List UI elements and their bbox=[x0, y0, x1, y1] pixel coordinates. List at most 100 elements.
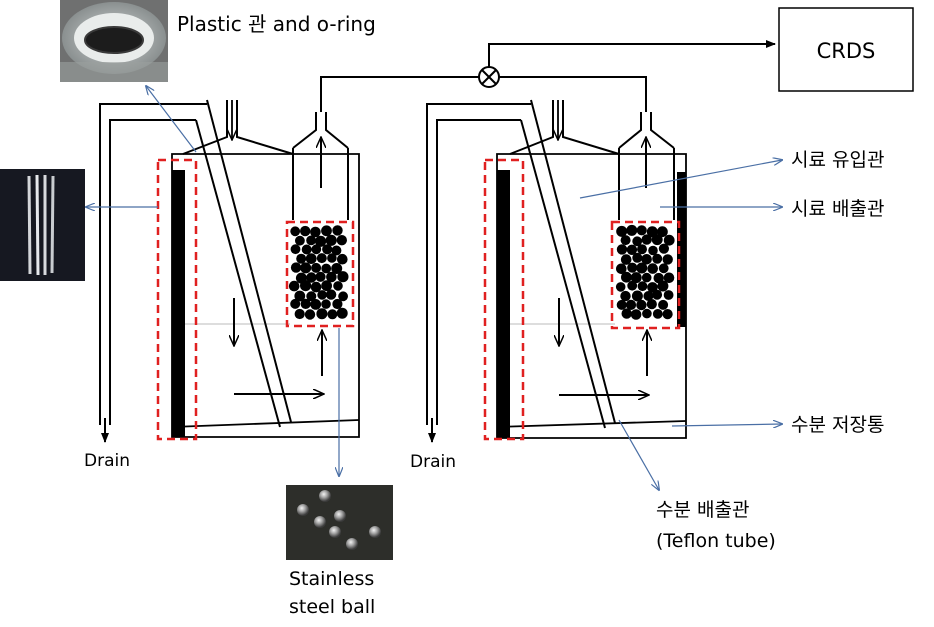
callout-lines bbox=[86, 86, 782, 490]
steel-ball bbox=[300, 280, 312, 292]
steel-ball bbox=[616, 244, 628, 255]
steel-ball bbox=[290, 244, 301, 255]
steel-ball bbox=[331, 263, 343, 274]
steel-ball bbox=[657, 226, 668, 238]
steel-ball bbox=[311, 244, 322, 255]
steel-ball bbox=[288, 280, 300, 292]
steel-ball bbox=[627, 262, 638, 273]
drain-label-right: Drain bbox=[410, 452, 456, 472]
steel-ball bbox=[327, 309, 338, 320]
steel-ball bbox=[621, 271, 632, 283]
water-tank-label: 수분 저장통 bbox=[791, 414, 884, 436]
steel-ball bbox=[647, 263, 658, 274]
steel-ball bbox=[652, 289, 663, 300]
stainless-label-line2: steel ball bbox=[289, 596, 375, 618]
steel-ball bbox=[290, 226, 301, 237]
steel-ball bbox=[641, 272, 652, 283]
steel-ball bbox=[300, 298, 311, 309]
crds-box: CRDS bbox=[778, 7, 914, 92]
steel-ball bbox=[316, 253, 327, 264]
steel-ball bbox=[632, 252, 643, 263]
steel-ball bbox=[332, 298, 343, 310]
steel-ball bbox=[627, 280, 638, 291]
steel-ball bbox=[621, 308, 632, 319]
steel-ball bbox=[294, 290, 306, 302]
trap-right bbox=[426, 99, 687, 443]
steel-ball bbox=[316, 308, 328, 320]
steel-ball bbox=[648, 245, 658, 256]
steel-ball bbox=[331, 245, 342, 256]
steel-ball bbox=[652, 253, 663, 264]
balls-photo bbox=[286, 485, 393, 560]
steel-ball bbox=[326, 271, 337, 283]
steel-ball bbox=[306, 235, 316, 246]
steel-ball bbox=[321, 225, 332, 237]
water-outlet-label: 수분 배출관 bbox=[656, 499, 749, 521]
valve-icon bbox=[478, 66, 500, 88]
steel-ball bbox=[642, 308, 652, 319]
highlight-box-left-balls bbox=[285, 220, 355, 328]
steel-ball bbox=[615, 282, 626, 292]
steel-ball bbox=[305, 253, 317, 264]
steel-ball bbox=[636, 299, 647, 311]
steel-ball bbox=[620, 290, 631, 302]
steel-ball bbox=[630, 272, 642, 284]
steel-ball bbox=[321, 263, 332, 274]
steel-ball bbox=[310, 299, 322, 310]
sample-inlet-label: 시료 유입관 bbox=[791, 149, 884, 171]
ball-column-right bbox=[615, 224, 675, 320]
steel-ball bbox=[658, 243, 670, 254]
steel-ball bbox=[337, 271, 349, 283]
steel-ball bbox=[325, 234, 337, 246]
steel-ball bbox=[321, 280, 332, 292]
steel-ball bbox=[632, 236, 643, 247]
sample-outlet-label: 시료 배출관 bbox=[791, 198, 884, 220]
stainless-label-line1: Stainless bbox=[289, 568, 374, 590]
steel-ball bbox=[651, 234, 663, 246]
steel-ball bbox=[647, 282, 658, 293]
drain-label-left: Drain bbox=[84, 451, 130, 471]
steel-ball bbox=[626, 224, 638, 236]
trap-left bbox=[99, 99, 360, 443]
gas-line bbox=[320, 40, 776, 112]
steel-ball bbox=[641, 234, 652, 245]
steel-ball bbox=[636, 262, 648, 274]
steel-ball bbox=[336, 235, 347, 246]
steel-ball bbox=[616, 263, 627, 275]
highlight-box-right-wall bbox=[483, 158, 525, 441]
steel-ball bbox=[663, 290, 674, 300]
steel-ball bbox=[310, 226, 321, 238]
steel-ball bbox=[336, 307, 348, 319]
steel-ball bbox=[662, 309, 673, 320]
steel-ball bbox=[311, 262, 322, 273]
steel-ball bbox=[657, 280, 669, 292]
steel-ball bbox=[643, 291, 654, 301]
steel-ball bbox=[333, 281, 343, 291]
steel-ball bbox=[332, 225, 343, 236]
steel-ball bbox=[641, 253, 652, 265]
steel-ball bbox=[327, 253, 337, 263]
steel-ball bbox=[322, 244, 333, 255]
steel-ball bbox=[625, 299, 637, 310]
steel-ball bbox=[626, 244, 638, 255]
steel-ball bbox=[306, 291, 317, 302]
steel-ball bbox=[636, 225, 647, 236]
steel-ball bbox=[616, 225, 628, 237]
teflon-label: (Teflon tube) bbox=[656, 530, 776, 552]
steel-ball bbox=[294, 308, 305, 320]
ring-photo bbox=[60, 0, 168, 82]
steel-ball bbox=[301, 244, 312, 255]
steel-ball bbox=[300, 262, 312, 274]
steel-ball bbox=[658, 263, 669, 274]
steel-ball bbox=[295, 235, 305, 246]
steel-ball bbox=[637, 244, 647, 255]
steel-ball bbox=[315, 235, 327, 247]
steel-ball bbox=[325, 289, 337, 300]
steel-ball bbox=[630, 309, 642, 320]
steel-ball bbox=[321, 299, 331, 309]
steel-ball bbox=[631, 290, 643, 302]
steel-ball bbox=[315, 271, 326, 282]
tubes-photo bbox=[0, 169, 85, 281]
ball-column-left bbox=[288, 225, 349, 320]
